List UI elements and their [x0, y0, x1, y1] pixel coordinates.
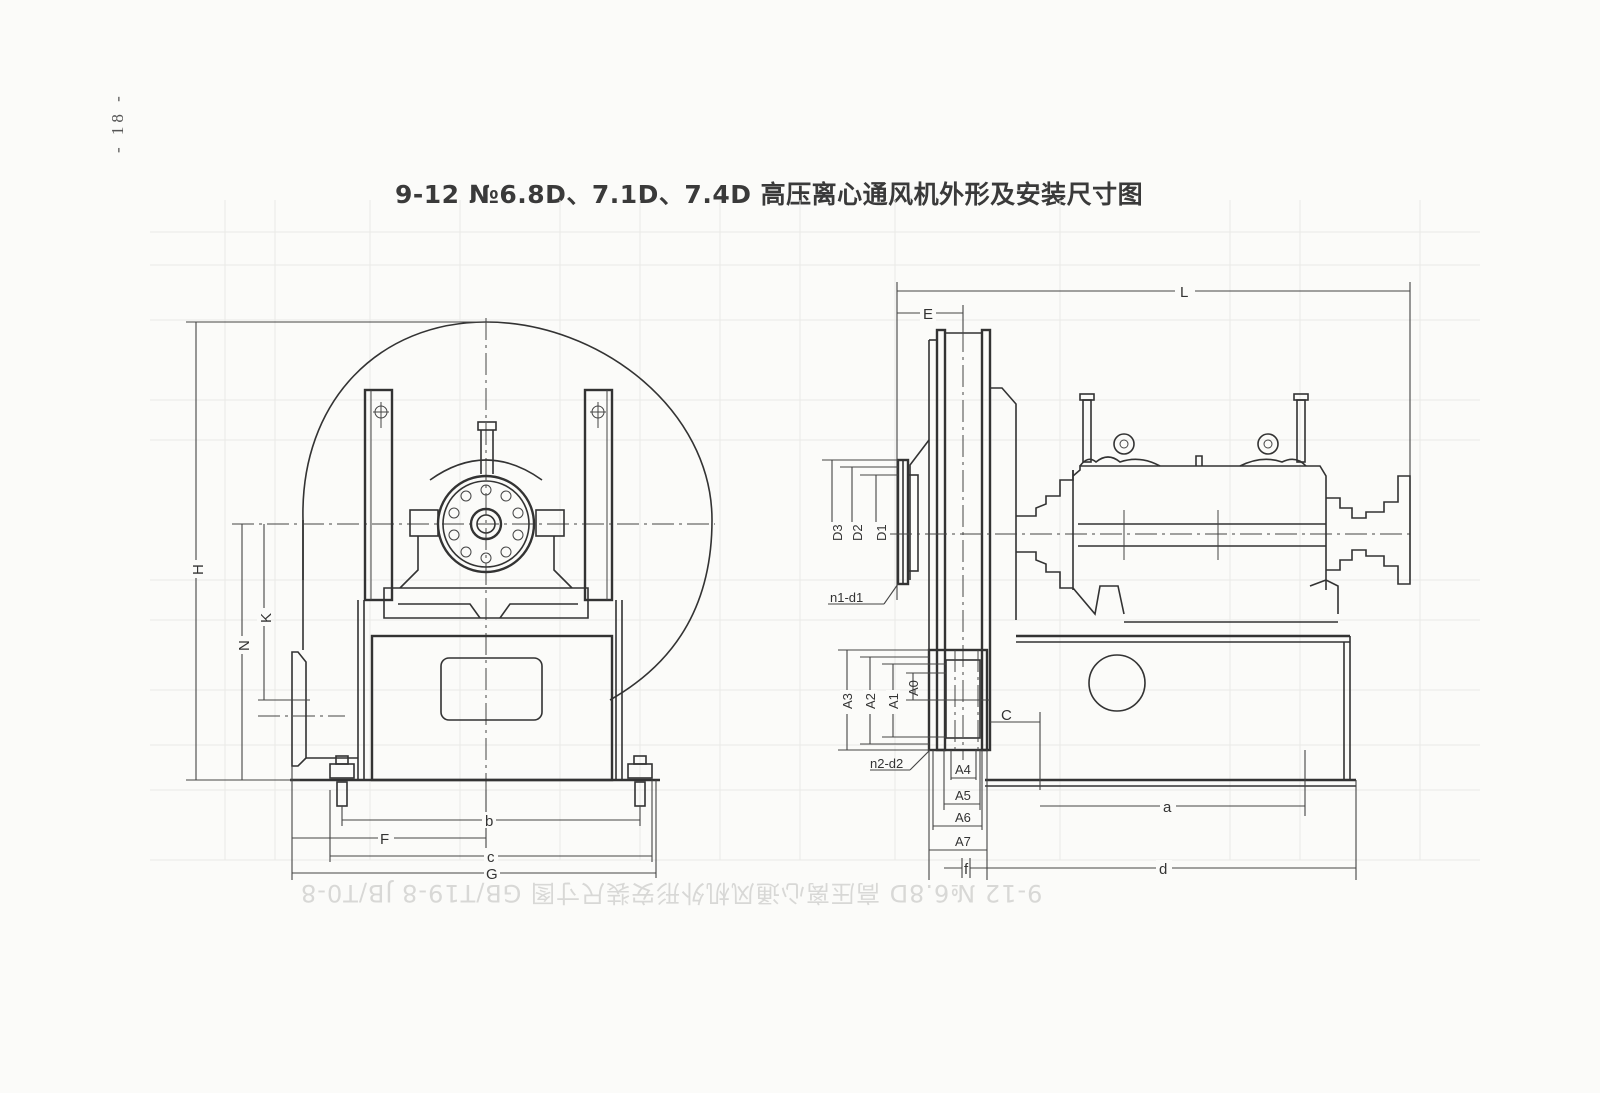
dim-label-n1-d1: n1-d1: [830, 590, 863, 605]
dim-label-A1: A1: [886, 693, 901, 709]
dim-label-H: H: [190, 564, 207, 575]
dim-label-c: c: [487, 849, 495, 866]
dim-label-D2: D2: [850, 524, 865, 541]
dim-label-f: f: [964, 861, 969, 878]
dim-label-N: N: [236, 640, 253, 651]
dim-label-A2: A2: [863, 693, 878, 709]
front-view: [186, 318, 715, 880]
dim-label-d: d: [1159, 861, 1167, 878]
dim-label-D3: D3: [830, 524, 845, 541]
side-view: [822, 282, 1411, 880]
dim-label-F: F: [380, 831, 389, 848]
dim-label-A7: A7: [955, 834, 971, 849]
dim-label-K: K: [258, 613, 275, 623]
dim-label-n2-d2: n2-d2: [870, 756, 903, 771]
drawing-title: 9-12 №6.8D、7.1D、7.4D 高压离心通风机外形及安装尺寸图: [395, 180, 1144, 209]
bleed-through-grid: [150, 200, 1480, 861]
dim-label-A6: A6: [955, 810, 971, 825]
dim-label-C: C: [1001, 707, 1012, 724]
dim-label-D1: D1: [874, 524, 889, 541]
bolt-circle: [448, 484, 524, 564]
dim-label-A3: A3: [840, 693, 855, 709]
dim-label-b: b: [485, 813, 493, 830]
dim-label-L: L: [1180, 284, 1188, 301]
volute-casing: [302, 321, 713, 701]
dim-label-G: G: [486, 866, 498, 883]
dim-label-E: E: [923, 306, 933, 323]
dim-label-a: a: [1163, 799, 1172, 816]
dim-label-A4: A4: [955, 762, 971, 777]
dim-label-A5: A5: [955, 788, 971, 803]
dim-label-A0: A0: [906, 680, 921, 696]
